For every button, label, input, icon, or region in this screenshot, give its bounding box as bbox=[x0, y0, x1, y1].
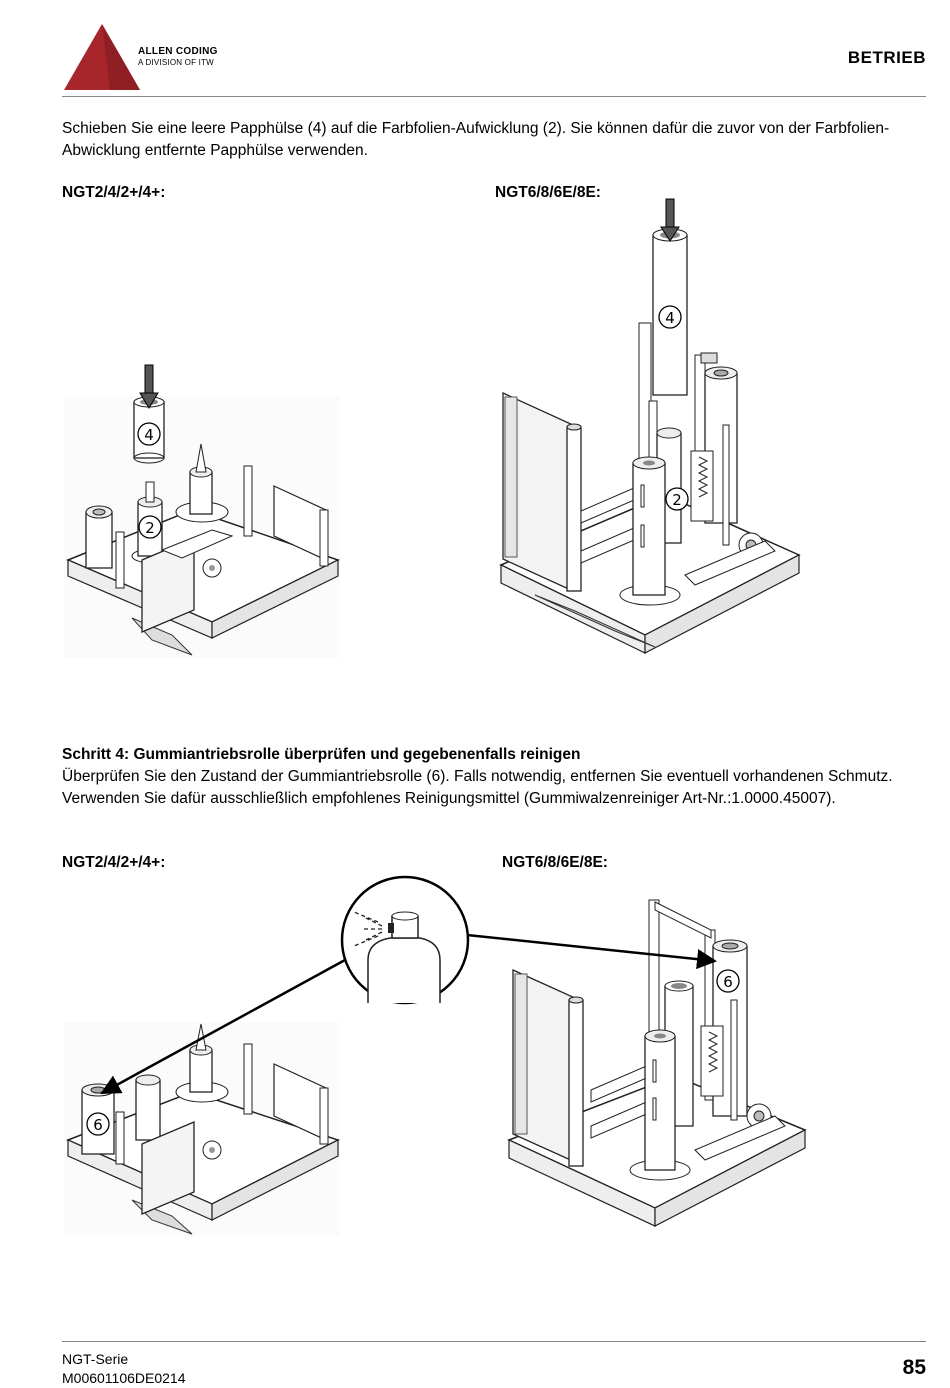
roller-callout-number-right: 6 bbox=[723, 973, 733, 991]
arrow-to-left-roller bbox=[100, 958, 346, 1095]
header-rule bbox=[62, 96, 926, 97]
cleaner-spray-can-icon bbox=[340, 875, 470, 1005]
figure1-left-label: NGT2/4/2+/4+: bbox=[62, 184, 166, 201]
rewind-callout-number-right: 2 bbox=[672, 491, 682, 509]
rewind-callout-number: 2 bbox=[145, 519, 155, 537]
step4-heading: Schritt 4: Gummiantriebsrolle überprüfen… bbox=[62, 746, 581, 763]
figure1-right-illustration: 4 2 bbox=[499, 198, 801, 654]
allen-coding-logo bbox=[64, 24, 140, 90]
figure1-right-label: NGT6/8/6E/8E: bbox=[495, 184, 601, 201]
arrow-to-right-roller bbox=[466, 933, 717, 970]
core-callout-number-right: 4 bbox=[665, 309, 675, 327]
footer-series: NGT-Serie bbox=[62, 1351, 129, 1367]
page-number: 85 bbox=[902, 1356, 926, 1379]
figure2-left-illustration: 6 bbox=[64, 1022, 340, 1236]
step4-paragraph: Überprüfen Sie den Zustand der Gummiantr… bbox=[62, 768, 893, 807]
footer-rule bbox=[62, 1341, 926, 1342]
brand-name: ALLEN CODING bbox=[138, 46, 218, 57]
section-title: BETRIEB bbox=[847, 48, 926, 67]
figure2-right-illustration: 6 bbox=[507, 899, 807, 1227]
footer-doc-number: M00601106DE0214 bbox=[62, 1370, 186, 1386]
core-callout-number: 4 bbox=[144, 426, 154, 444]
figure1-left-illustration: 2 4 bbox=[64, 364, 340, 658]
brand-subtitle: A DIVISION OF ITW bbox=[138, 58, 214, 67]
roller-callout-number: 6 bbox=[93, 1116, 103, 1134]
cleaner-inset-and-arrows bbox=[100, 875, 717, 1095]
figure2-right-label: NGT6/8/6E/8E: bbox=[502, 854, 608, 871]
intro-paragraph: Schieben Sie eine leere Papphülse (4) au… bbox=[62, 120, 890, 159]
figure2-left-label: NGT2/4/2+/4+: bbox=[62, 854, 166, 871]
